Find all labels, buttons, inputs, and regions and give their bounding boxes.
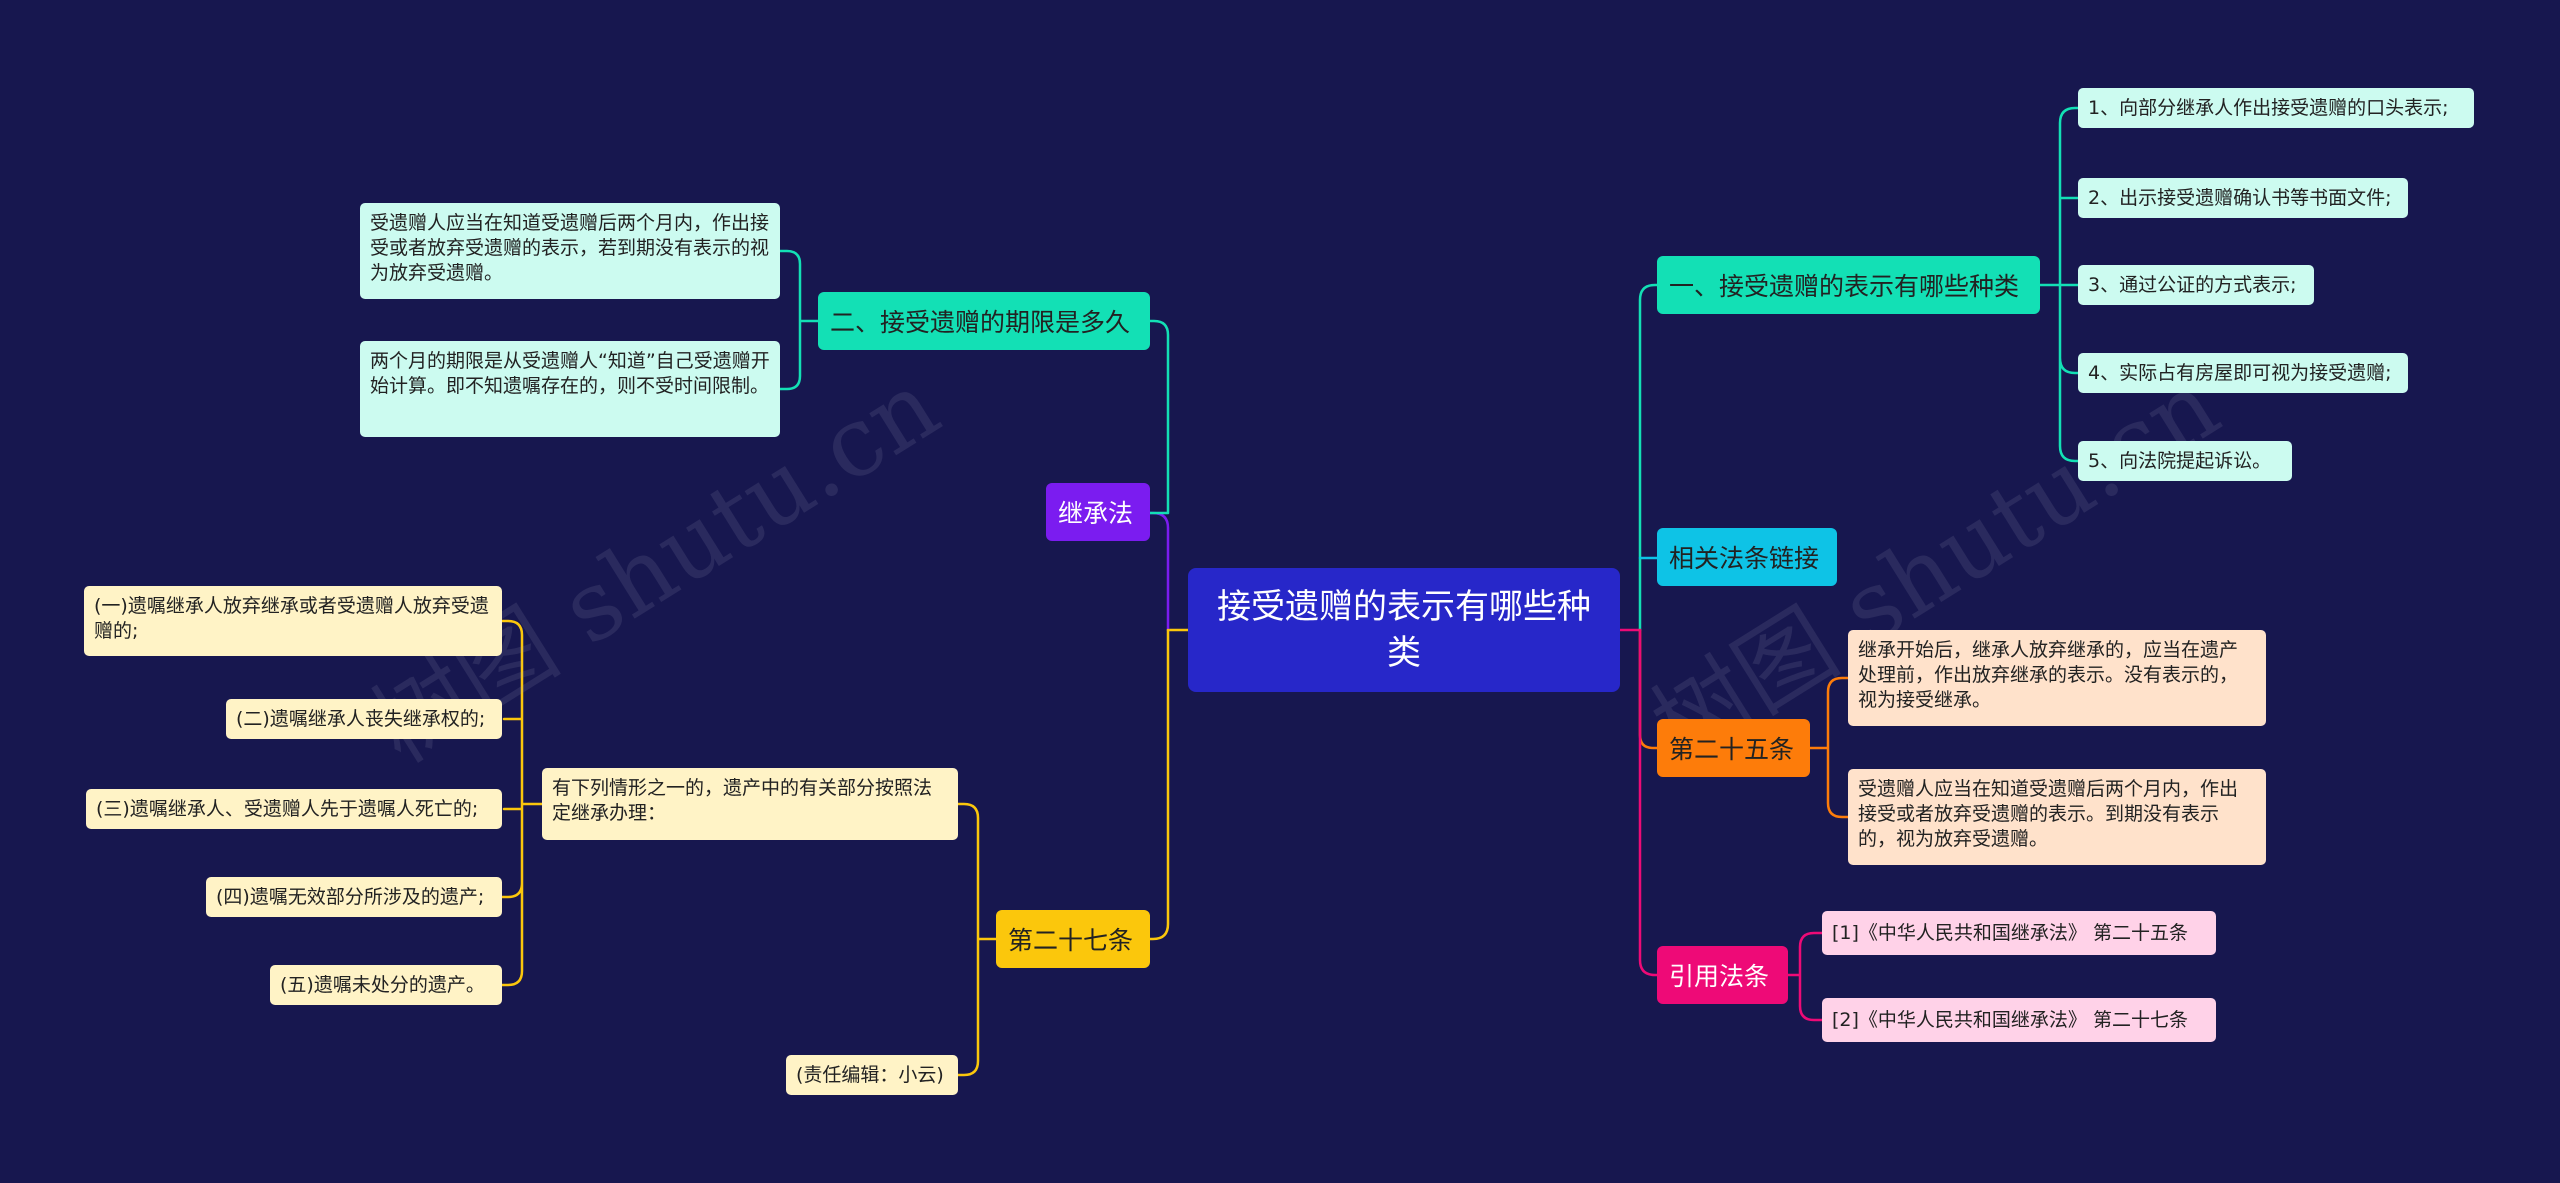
branch-label: 一、接受遗赠的表示有哪些种类 <box>1669 272 2020 301</box>
list-item[interactable]: (二)遗嘱继承人丧失继承权的; <box>226 699 502 739</box>
list-item[interactable]: 受遗赠人应当在知道受遗赠后两个月内，作出接受或者放弃受遗赠的表示，若到期没有表示… <box>360 203 780 299</box>
link-b1-items <box>2038 106 2080 463</box>
branch-receive-types[interactable]: 一、接受遗赠的表示有哪些种类 <box>1657 256 2040 314</box>
branch-label: 引用法条 <box>1669 962 1770 991</box>
list-item[interactable]: (四)遗嘱无效部分所涉及的遗产; <box>206 877 502 917</box>
branch-label: 继承法 <box>1058 499 1134 528</box>
branch-deadline[interactable]: 二、接受遗赠的期限是多久 <box>818 292 1150 350</box>
root-node[interactable]: 接受遗赠的表示有哪些种类 <box>1188 568 1620 692</box>
branch-label: 二、接受遗赠的期限是多久 <box>830 308 1131 337</box>
list-item[interactable]: 4、实际占有房屋即可视为接受遗赠; <box>2078 353 2408 393</box>
root-label: 接受遗赠的表示有哪些种类 <box>1217 587 1591 673</box>
branch-inheritance-law[interactable]: 继承法 <box>1046 483 1150 541</box>
link-purple-sub <box>1148 319 1170 515</box>
link-yellow-sub <box>956 802 998 1077</box>
link-right-teal <box>1638 283 1659 632</box>
branch-article-25[interactable]: 第二十五条 <box>1657 719 1810 777</box>
list-item[interactable]: 受遗赠人应当在知道受遗赠后两个月内，作出接受或者放弃受遗赠的表示。到期没有表示的… <box>1848 769 2266 865</box>
list-item[interactable]: 1、向部分继承人作出接受遗赠的口头表示; <box>2078 88 2474 128</box>
branch-label: 第二十五条 <box>1669 735 1795 764</box>
list-item[interactable]: (一)遗嘱继承人放弃继承或者受遗赠人放弃受遗赠的; <box>84 586 502 656</box>
list-item[interactable]: 3、通过公证的方式表示; <box>2078 265 2314 305</box>
list-item[interactable]: (责任编辑：小云) <box>786 1055 958 1095</box>
list-item[interactable]: 两个月的期限是从受遗赠人“知道”自己受遗赠开始计算。即不知遗嘱存在的，则不受时间… <box>360 341 780 437</box>
branch-label: 第二十七条 <box>1008 926 1134 955</box>
list-item[interactable]: (五)遗嘱未处分的遗产。 <box>270 965 502 1005</box>
list-item[interactable]: 有下列情形之一的，遗产中的有关部分按照法定继承办理： <box>542 768 958 840</box>
branch-cited-laws[interactable]: 引用法条 <box>1657 946 1788 1004</box>
list-item[interactable]: [1]《中华人民共和国继承法》 第二十五条 <box>1822 911 2216 955</box>
link-left-yellow <box>1148 628 1170 941</box>
link-left-purple <box>1148 511 1170 632</box>
list-item[interactable]: 2、出示接受遗赠确认书等书面文件; <box>2078 178 2408 218</box>
branch-label: 相关法条链接 <box>1669 544 1820 573</box>
link-sub2-items <box>500 619 544 987</box>
list-item[interactable]: [2]《中华人民共和国继承法》 第二十七条 <box>1822 998 2216 1042</box>
branch-article-27[interactable]: 第二十七条 <box>996 910 1150 968</box>
branch-related-links[interactable]: 相关法条链接 <box>1657 528 1837 586</box>
link-sub1-items <box>778 249 820 391</box>
list-item[interactable]: (三)遗嘱继承人、受遗赠人先于遗嘱人死亡的; <box>86 789 502 829</box>
list-item[interactable]: 5、向法院提起诉讼。 <box>2078 441 2292 481</box>
link-b4-items <box>1786 931 1824 1022</box>
list-item[interactable]: 继承开始后，继承人放弃继承的，应当在遗产处理前，作出放弃继承的表示。没有表示的，… <box>1848 630 2266 726</box>
link-right-magenta <box>1638 628 1659 977</box>
